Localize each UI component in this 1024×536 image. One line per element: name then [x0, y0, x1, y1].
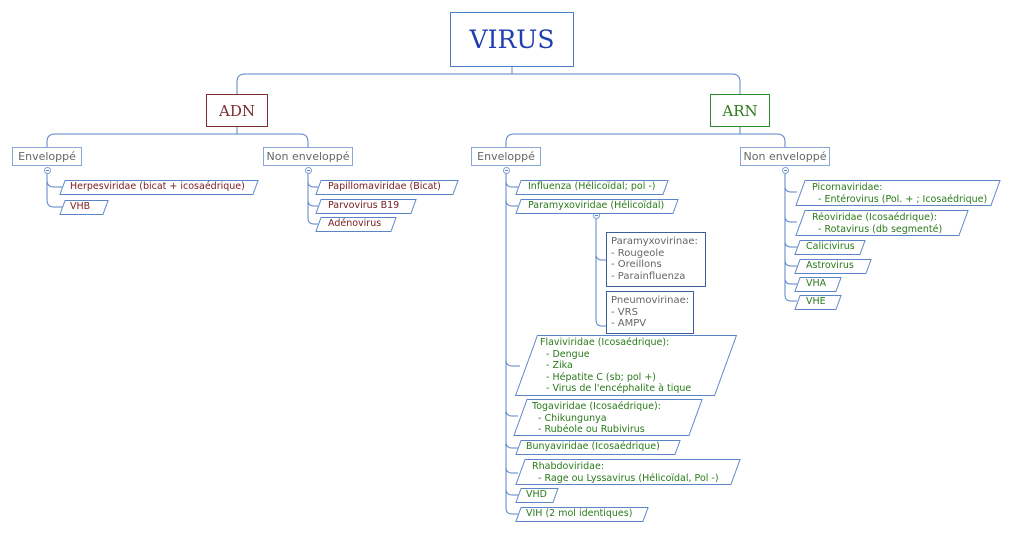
node-paramyxovirinae[interactable]: Paramyxovirinae: - Rougeole - Oreillons …: [606, 232, 706, 287]
leaf-astrovirus[interactable]: Astrovirus: [806, 260, 854, 271]
leaf-vha[interactable]: VHA: [806, 278, 827, 289]
leaf-vhb[interactable]: VHB: [70, 201, 91, 212]
leaf-calicivirus[interactable]: Calicivirus: [806, 241, 855, 252]
node-arn-enveloppe[interactable]: Enveloppé: [471, 147, 541, 166]
node-adn-enveloppe[interactable]: Enveloppé: [12, 147, 82, 166]
leaf-flaviviridae[interactable]: Flaviviridae (Icosaédrique): - Dengue - …: [540, 337, 692, 394]
node-adn[interactable]: ADN: [206, 94, 268, 127]
collapse-icon[interactable]: [44, 167, 51, 174]
node-arn[interactable]: ARN: [710, 94, 770, 127]
leaf-influenza[interactable]: Influenza (Hélicoïdal; pol -): [528, 181, 656, 192]
leaf-bunyaviridae[interactable]: Bunyaviridae (Icosaédrique): [526, 441, 660, 452]
collapse-icon[interactable]: [503, 167, 510, 174]
root-node-virus[interactable]: VIRUS: [450, 12, 574, 67]
leaf-reoviridae[interactable]: Réoviridae (Icosaédrique): - Rotavirus (…: [812, 212, 943, 235]
leaf-picornaviridae[interactable]: Picornaviridae: - Entérovirus (Pol. + ; …: [812, 182, 988, 205]
node-arn-non-enveloppe[interactable]: Non enveloppé: [740, 147, 830, 166]
leaf-rhabdoviridae[interactable]: Rhabdoviridae: - Rage ou Lyssavirus (Hél…: [532, 461, 719, 484]
node-pneumovirinae[interactable]: Pneumovirinae: - VRS - AMPV: [606, 291, 694, 334]
leaf-parvovirus-b19[interactable]: Parvovirus B19: [328, 200, 400, 211]
node-adn-non-enveloppe[interactable]: Non enveloppé: [263, 147, 353, 166]
leaf-vhe[interactable]: VHE: [806, 296, 826, 307]
collapse-icon[interactable]: [782, 167, 789, 174]
leaf-adenovirus[interactable]: Adénovirus: [328, 218, 382, 229]
leaf-paramyxoviridae[interactable]: Paramyxoviridae (Hélicoïdal): [528, 200, 665, 211]
leaf-herpesviridae[interactable]: Herpesviridae (bicat + icosaédrique): [70, 181, 245, 192]
leaf-vih[interactable]: VIH (2 mol identiques): [526, 508, 633, 519]
leaf-papillomaviridae[interactable]: Papillomaviridae (Bicat): [328, 181, 441, 192]
leaf-togaviridae[interactable]: Togaviridae (Icosaédrique): - Chikunguny…: [532, 401, 661, 435]
collapse-icon[interactable]: [305, 167, 312, 174]
leaf-vhd[interactable]: VHD: [526, 489, 547, 500]
